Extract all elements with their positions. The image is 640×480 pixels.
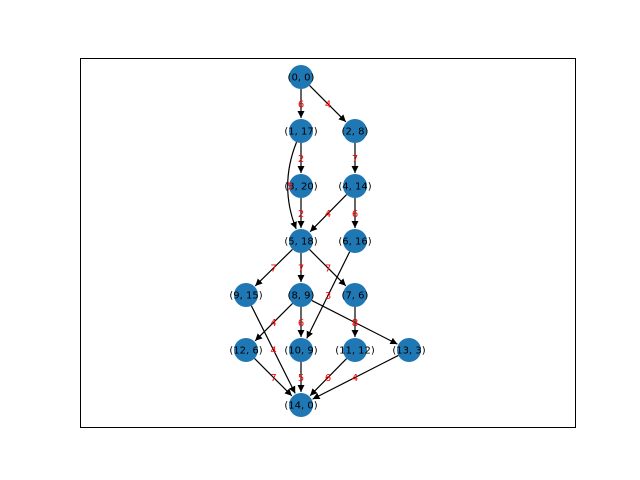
edge-n1-n5 [287,141,298,230]
node-label: (4, 14) [338,182,371,193]
node-label: (8, 9) [288,291,315,302]
edge-weight-label: 4 [325,209,331,220]
node-n0 [289,65,313,89]
node-n12 [234,338,258,362]
node-n10 [289,338,313,362]
node-label: (14, 0) [284,401,317,412]
node-label: (7, 6) [342,291,369,302]
node-label: (2, 8) [342,127,369,138]
edge-n0-n2 [309,85,347,123]
edge-weight-label: 6 [352,209,358,220]
node-label: (12, 6) [229,346,262,357]
node-label: (11, 12) [335,346,375,357]
node-n13 [397,338,421,362]
node-n6 [343,229,367,253]
edge-n5-n7 [309,249,347,287]
edge-n11-n14 [309,358,348,397]
node-n3 [289,174,313,198]
edge-weight-label: 7 [298,264,304,275]
edge-weight-label: 3 [325,291,331,302]
edge-weight-label: 4 [270,346,276,357]
edges-layer [250,85,399,400]
node-label: (6, 16) [338,237,371,248]
node-n1 [289,119,313,143]
edge-weight-label: 5 [287,182,293,193]
edge-n9-n14 [250,305,296,394]
edge-n12-n14 [254,358,293,397]
node-n8 [289,283,313,307]
edge-n5-n9 [254,248,293,287]
edge-n13-n14 [312,354,399,400]
node-n2 [343,119,367,143]
edge-weight-label: 4 [270,318,276,329]
nodes-layer: (0, 0) (1, 17) (2, 8) (3, 20) (4, 14) (5, 18)… [229,65,426,417]
edge-weight-label: 7 [352,154,358,165]
edge-weight-label: 6 [298,318,304,329]
edge-weight-label: 6 [325,373,331,384]
edge-weight-label: 2 [298,154,304,165]
edge-weight-label: 7 [270,373,276,384]
edge-weight-label: 7 [270,264,276,275]
edge-n6-n10 [306,251,351,339]
edge-weight-label: 8 [352,318,358,329]
edge-weight-label: 6 [298,100,304,111]
node-label: (1, 17) [284,127,317,138]
edge-weight-label: 2 [298,209,304,220]
edge-weight-label: 8 [352,318,358,329]
edge-weight-label: 5 [298,373,304,384]
node-n4 [343,174,367,198]
node-n9 [234,283,258,307]
node-n14 [289,393,313,417]
axes-frame [80,58,576,428]
node-label: (5, 18) [284,237,317,248]
edge-n4-n5 [309,194,348,233]
edge-n8-n12 [254,303,293,342]
edge-weight-label: 4 [352,373,358,384]
node-n11 [343,338,367,362]
node-n7 [343,283,367,307]
node-n5 [289,229,313,253]
node-label: (13, 3) [392,346,425,357]
edge-weight-label: 4 [325,100,331,111]
node-label: (0, 0) [288,73,315,84]
edge-weight-label: 7 [325,264,331,275]
node-label: (9, 15) [229,291,262,302]
node-label: (10, 9) [284,346,317,357]
node-label: (3, 20) [284,182,317,193]
